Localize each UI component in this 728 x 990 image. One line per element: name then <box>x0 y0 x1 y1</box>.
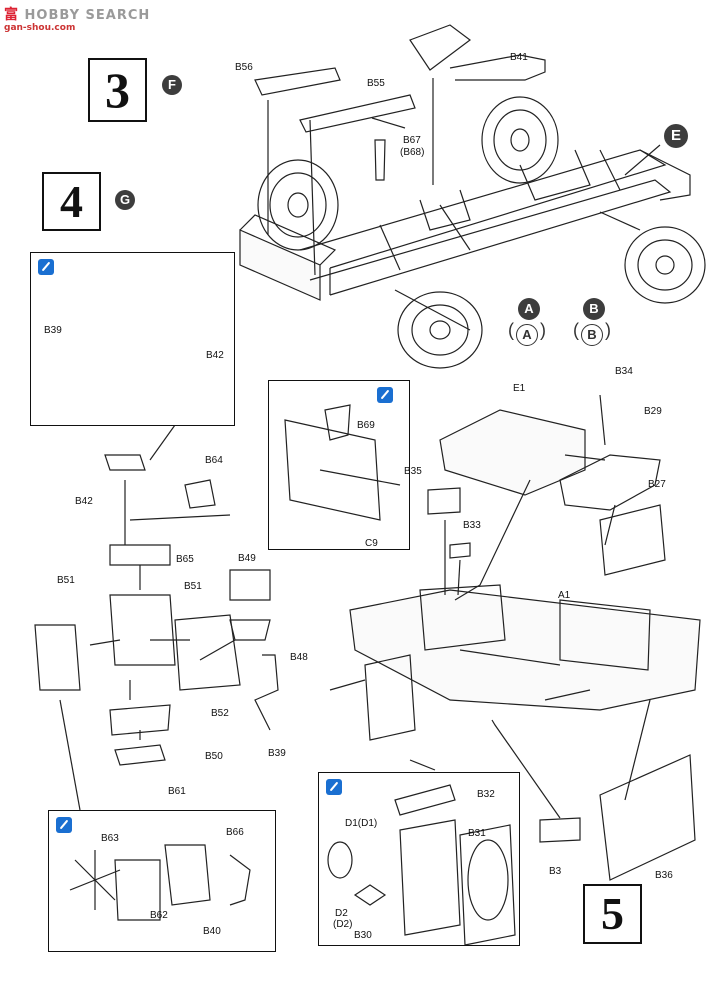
inset-seat-b69 <box>268 380 410 550</box>
step-letter-g: G <box>115 190 135 210</box>
inset-fan-belt <box>48 810 276 952</box>
part-b41-shape <box>409 24 471 71</box>
tool-icon <box>56 817 72 833</box>
callout-a-paren-left: ( <box>508 320 514 340</box>
part-label: B69 <box>357 420 375 431</box>
part-label: D2 <box>335 908 348 919</box>
part-label: E1 <box>513 383 526 394</box>
hood-e1 <box>439 409 586 496</box>
callout-a: A <box>518 298 540 320</box>
tool-icon <box>326 779 342 795</box>
part-label: (D2) <box>333 919 353 930</box>
wheel-front-left <box>257 159 339 251</box>
callout-b-paren: B <box>581 324 603 346</box>
part-label: B29 <box>644 406 662 417</box>
part-b55-shape <box>299 94 416 133</box>
part-label: B41 <box>510 52 528 63</box>
part-label: B42 <box>75 496 93 507</box>
part-label: B31 <box>468 828 486 839</box>
tool-icon <box>377 387 393 403</box>
part-label: B33 <box>463 520 481 531</box>
chassis-frame <box>239 149 691 301</box>
inset-b69-drawing <box>284 404 401 521</box>
part-label: B64 <box>205 455 223 466</box>
part-label: A1 <box>558 590 571 601</box>
part-label: B49 <box>238 553 256 564</box>
part-label: B34 <box>615 366 633 377</box>
step-letter-e: E <box>664 124 688 148</box>
part-label: B32 <box>477 789 495 800</box>
part-label: (B68) <box>400 147 425 158</box>
inset-engine <box>30 252 235 426</box>
part-label: B51 <box>184 581 202 592</box>
part-label: B42 <box>206 350 224 361</box>
part-label: C9 <box>365 538 378 549</box>
watermark: 富 HOBBY SEARCH gan-shou.com <box>4 4 150 33</box>
step-letter-f: F <box>162 75 182 95</box>
watermark-brand: HOBBY SEARCH <box>24 8 151 23</box>
part-label: B55 <box>367 78 385 89</box>
step-4-box: 4 <box>42 172 101 231</box>
wheel-b <box>624 226 706 304</box>
tool-icon <box>38 259 54 275</box>
part-label: B67 <box>403 135 421 146</box>
engine-parts-assembly <box>34 454 279 766</box>
part-label: B65 <box>176 554 194 565</box>
step-5-number: 5 <box>601 888 624 939</box>
part-b67-shape <box>374 139 386 181</box>
callout-b: B <box>583 298 605 320</box>
inset-fan-drawing <box>69 844 251 921</box>
part-label: B63 <box>101 833 119 844</box>
part-label: B51 <box>57 575 75 586</box>
part-b33-shape <box>449 542 471 559</box>
step-3-box: 3 <box>88 58 147 122</box>
part-label: B56 <box>235 62 253 73</box>
callout-b-paren-left: ( <box>573 320 579 340</box>
inset-radiator-drawing <box>327 784 516 946</box>
part-label: B35 <box>404 466 422 477</box>
part-b56-shape <box>254 67 341 96</box>
wheel-rear-left <box>481 96 559 184</box>
part-b27-shape <box>599 504 666 576</box>
part-label: B48 <box>290 652 308 663</box>
step-3-number: 3 <box>105 62 130 118</box>
callout-b-paren-right: ) <box>605 320 611 340</box>
callout-a-paren-right: ) <box>540 320 546 340</box>
fender-b29 <box>559 454 661 511</box>
wheel-a <box>397 291 483 369</box>
part-b36-shape <box>599 754 696 881</box>
part-label: B39 <box>44 325 62 336</box>
part-label: B30 <box>354 930 372 941</box>
part-label: B39 <box>268 748 286 759</box>
part-label: B62 <box>150 910 168 921</box>
watermark-prefix: 富 <box>4 7 19 23</box>
part-label: B52 <box>211 708 229 719</box>
part-label: B27 <box>648 479 666 490</box>
callout-a-paren: A <box>516 324 538 346</box>
part-label: B3 <box>549 866 562 877</box>
part-label: B61 <box>168 786 186 797</box>
part-label: B50 <box>205 751 223 762</box>
radiator-assembly <box>364 654 416 741</box>
step-4-number: 4 <box>60 176 83 227</box>
part-label: B66 <box>226 827 244 838</box>
part-b3-shape <box>539 817 581 843</box>
part-b35-shape <box>427 487 461 515</box>
part-label: D1(D1) <box>345 818 378 829</box>
inset-radiator <box>318 772 520 946</box>
part-label: B40 <box>203 926 221 937</box>
part-label: B36 <box>655 870 673 881</box>
body-tub <box>349 584 701 711</box>
watermark-url: gan-shou.com <box>4 23 76 33</box>
step-5-box: 5 <box>583 884 642 944</box>
